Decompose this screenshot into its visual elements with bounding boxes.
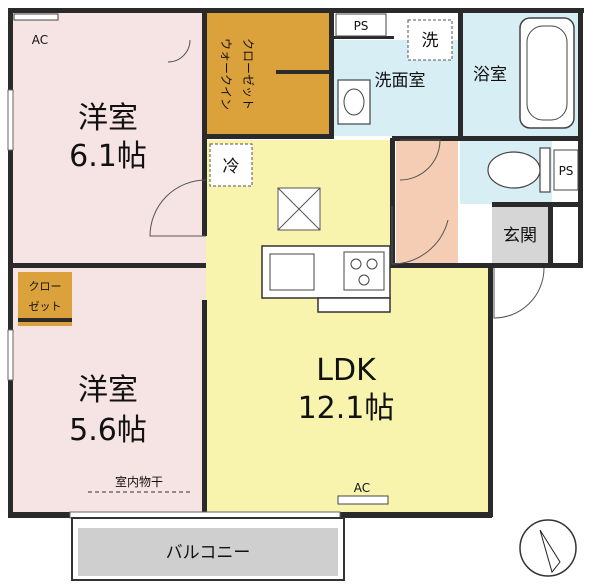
fridge-space	[209, 143, 253, 187]
closet-rod	[276, 70, 330, 74]
bedroom-lower-size: 5.6帖	[69, 413, 147, 448]
bedroom-upper-area	[12, 12, 206, 266]
entrance-name: 玄関	[503, 226, 537, 246]
balcony-area	[78, 528, 338, 576]
ps-top-box	[335, 13, 387, 37]
washer-space	[407, 19, 453, 61]
fridge-label: 冷	[223, 157, 240, 177]
closet-line-2: ゼット	[29, 300, 62, 313]
washer-label: 洗	[422, 31, 439, 51]
bedroom-lower-name: 洋室	[78, 373, 138, 408]
ventilation-box	[277, 187, 321, 231]
bathroom-name: 浴室	[473, 65, 507, 85]
hallway-area	[396, 140, 458, 264]
toilet-fixture	[487, 147, 551, 193]
ps-right-label: PS	[559, 164, 574, 178]
closet-line-1: クロー	[29, 280, 62, 293]
entrance-area	[492, 206, 550, 264]
ac-bedroom-unit	[13, 13, 59, 21]
ac-ldk-unit	[337, 495, 389, 505]
walk-in-closet-line-1: ウォークイン	[219, 38, 233, 110]
indoor-drying-label: 室内物干	[115, 474, 163, 489]
bedroom-upper-name: 洋室	[78, 101, 138, 136]
ac-ldk-label: AC	[354, 481, 370, 495]
ldk-size: 12.1帖	[298, 391, 395, 426]
ps-top-label: PS	[354, 19, 369, 33]
balcony-outline	[71, 517, 345, 581]
balcony-name: バルコニー	[166, 543, 251, 563]
ac-bedroom-label: AC	[32, 33, 48, 47]
bathtub	[519, 17, 575, 129]
kitchen-counter	[261, 245, 391, 313]
walk-in-closet-line-2: クローゼット	[241, 38, 255, 110]
ldk-name: LDK	[316, 353, 377, 388]
north-arrow-icon	[519, 519, 577, 577]
ps-right-box	[553, 149, 579, 191]
washbasin	[337, 79, 371, 125]
closet-rod-lower	[18, 318, 72, 322]
doors	[149, 39, 545, 319]
ldk-area	[206, 140, 492, 512]
bedroom-upper-size: 6.1帖	[69, 139, 147, 174]
closet-area	[18, 272, 72, 326]
washroom-name: 洗面室	[375, 71, 426, 91]
